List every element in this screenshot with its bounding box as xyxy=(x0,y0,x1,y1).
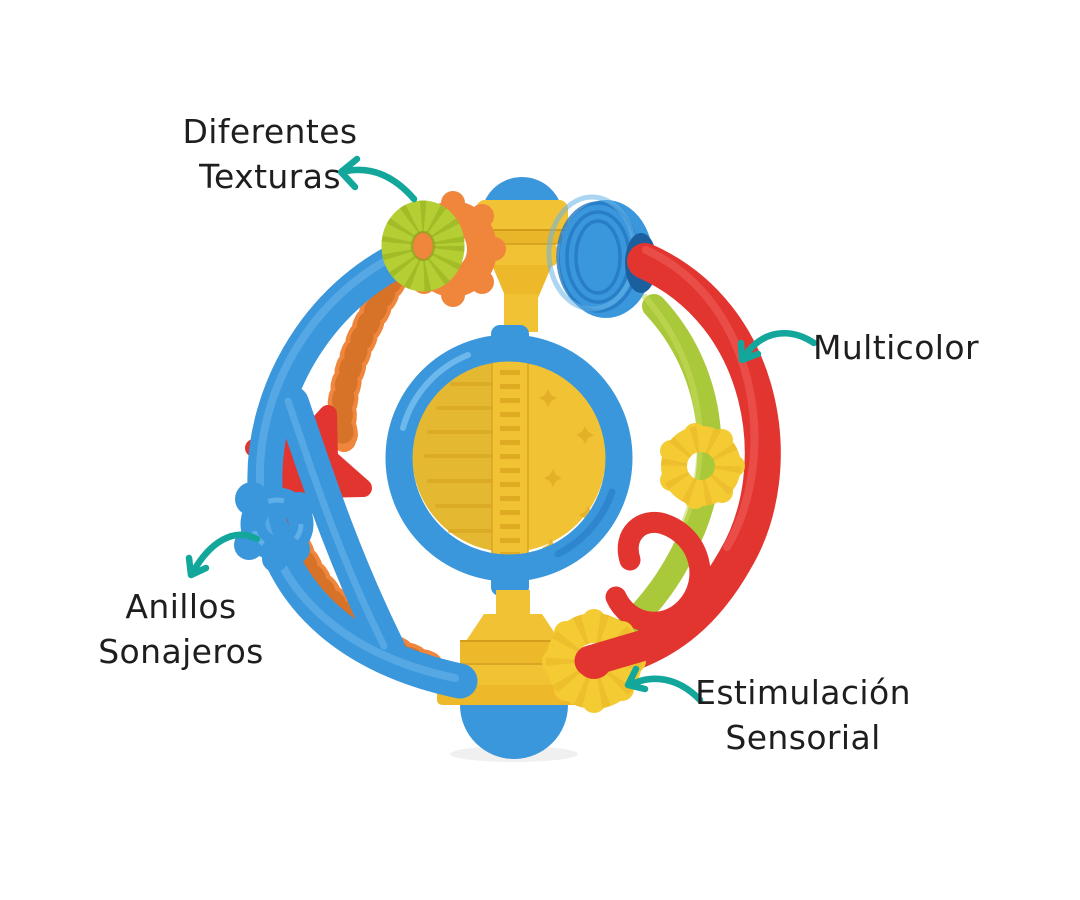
label-line-1: Estimulación xyxy=(695,673,911,712)
label-line-1: Multicolor xyxy=(813,328,979,367)
label-multicolor: Multicolor xyxy=(813,325,1073,370)
toy-lime-ribbed-ring xyxy=(381,200,465,292)
label-diferentes-texturas: Diferentes Texturas xyxy=(110,109,430,199)
multicolor-arrow-icon xyxy=(737,330,818,364)
label-line-2: Sonajeros xyxy=(98,632,264,671)
label-line-1: Diferentes xyxy=(182,112,358,151)
label-anillos-sonajeros: Anillos Sonajeros xyxy=(41,584,321,674)
label-estimulacion-sensorial: Estimulación Sensorial xyxy=(662,670,944,760)
label-line-2: Texturas xyxy=(199,157,341,196)
toy-center-disc-ring xyxy=(385,325,633,596)
label-line-1: Anillos xyxy=(125,587,237,626)
toy-bottom-spool xyxy=(437,590,579,762)
toy-yellow-flower-ring-right xyxy=(660,423,745,509)
toy-red-curl-ring xyxy=(605,512,711,633)
texturas-arrow-icon xyxy=(337,155,418,203)
toy-blue-tube-loop xyxy=(247,232,478,699)
label-line-2: Sensorial xyxy=(725,718,881,757)
sensorial-arrow-icon xyxy=(624,665,704,704)
toy-yellow-flower-ring-bottom xyxy=(542,609,664,713)
anillos-arrow-icon xyxy=(185,531,261,579)
